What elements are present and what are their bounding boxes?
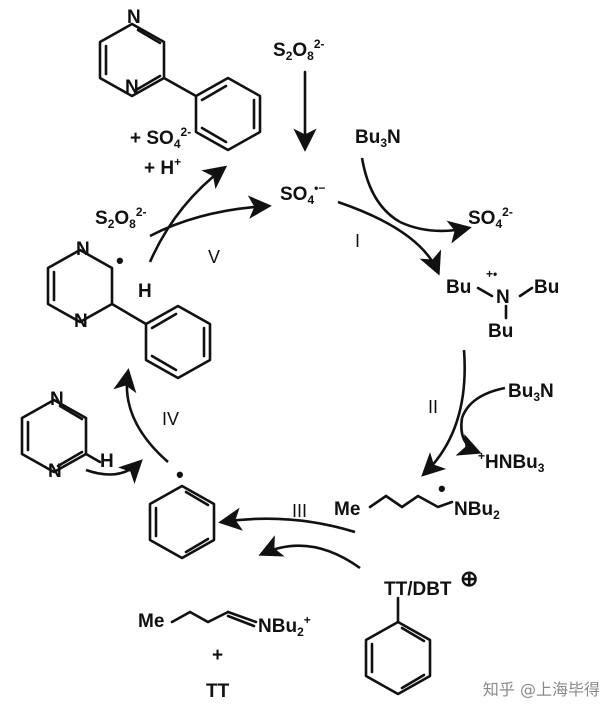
product-sulfate-byproduct: + SO42- bbox=[130, 125, 192, 151]
ttdbt-charge: ⊕ bbox=[460, 566, 479, 591]
pyrazine-reactant bbox=[20, 398, 102, 474]
sulfate-out-label: SO42- bbox=[468, 205, 513, 231]
product-pyrazine-n-bottom: N bbox=[125, 77, 139, 98]
cycle-arc-I bbox=[337, 200, 442, 276]
product-pyrazine-n-top: N bbox=[127, 7, 141, 28]
alpha-amino-radical-chain bbox=[368, 494, 454, 509]
ttdbt-phenyl-ring bbox=[364, 596, 432, 696]
ttdbt-entry-arrow bbox=[258, 535, 361, 570]
alpha-radical-me: Me bbox=[334, 499, 361, 520]
phenylpyrazine-product bbox=[98, 22, 262, 152]
cycle-arc-IV bbox=[113, 368, 169, 463]
persulfate-top-label: S2O82- bbox=[273, 37, 325, 63]
hnbu3-label: +HNBu3 bbox=[478, 449, 545, 475]
sulfate-radical-label: SO4•− bbox=[280, 181, 326, 207]
aminium-bonds bbox=[476, 286, 534, 320]
aminium-bu-bottom: Bu bbox=[488, 321, 514, 342]
alpha-radical-dot: • bbox=[438, 476, 446, 501]
bu3n-right-label: Bu3N bbox=[508, 381, 554, 404]
so4-exit-arrow bbox=[399, 220, 472, 244]
pyrazine-n-bottom: N bbox=[48, 461, 62, 482]
step-label-II: II bbox=[428, 397, 439, 417]
cycle-arc-II bbox=[421, 349, 466, 477]
alpha-radical-nbu2: NBu2 bbox=[454, 499, 500, 522]
watermark: 知乎 @上海毕得 bbox=[482, 680, 600, 699]
persulfate-left-entry-arrow bbox=[149, 195, 272, 238]
iminium-chain bbox=[170, 610, 258, 628]
bu3n-entry-arrow bbox=[360, 157, 401, 224]
phenyl-radical bbox=[148, 484, 216, 560]
iminium-nbu2: NBu2+ bbox=[258, 613, 311, 639]
cycle-arc-III bbox=[218, 507, 356, 534]
plus-sign: + bbox=[212, 645, 224, 666]
step-label-III: III bbox=[292, 501, 308, 521]
product-proton-byproduct: + H+ bbox=[144, 155, 182, 179]
cyclohexadienyl-n-bottom: N bbox=[74, 311, 88, 332]
pyrazine-h: H bbox=[100, 451, 114, 472]
bu3n-top-label: Bu3N bbox=[355, 127, 401, 150]
aminium-bu-left: Bu bbox=[446, 277, 472, 298]
persulfate-left-label: S2O82- bbox=[95, 205, 147, 231]
cycle-arc-V bbox=[148, 165, 228, 263]
tt-label: TT bbox=[206, 681, 230, 702]
aminium-bu-right: Bu bbox=[534, 277, 560, 298]
step-label-I: I bbox=[355, 231, 361, 251]
pyrazine-n-top: N bbox=[50, 389, 64, 410]
ttdbt-label: TT/DBT bbox=[384, 579, 452, 600]
cyclohexadienyl-h: H bbox=[138, 281, 152, 302]
cyclohexadienyl-radical-dot: • bbox=[116, 248, 124, 273]
bu3n-right-entry-arrow bbox=[460, 386, 506, 419]
iminium-me: Me bbox=[138, 611, 165, 632]
step-label-IV: IV bbox=[162, 409, 180, 429]
h-abstraction-arrow bbox=[85, 459, 143, 485]
hnbu3-exit-arrow bbox=[455, 417, 482, 456]
phenyl-radical-dot: • bbox=[176, 462, 184, 487]
cyclohexadienyl-n-top: N bbox=[76, 239, 90, 260]
aminium-charge: +• bbox=[486, 267, 498, 281]
cyclohexadienyl-intermediate bbox=[46, 248, 212, 380]
step-label-V: V bbox=[208, 247, 221, 267]
aminium-n: N bbox=[496, 287, 510, 308]
